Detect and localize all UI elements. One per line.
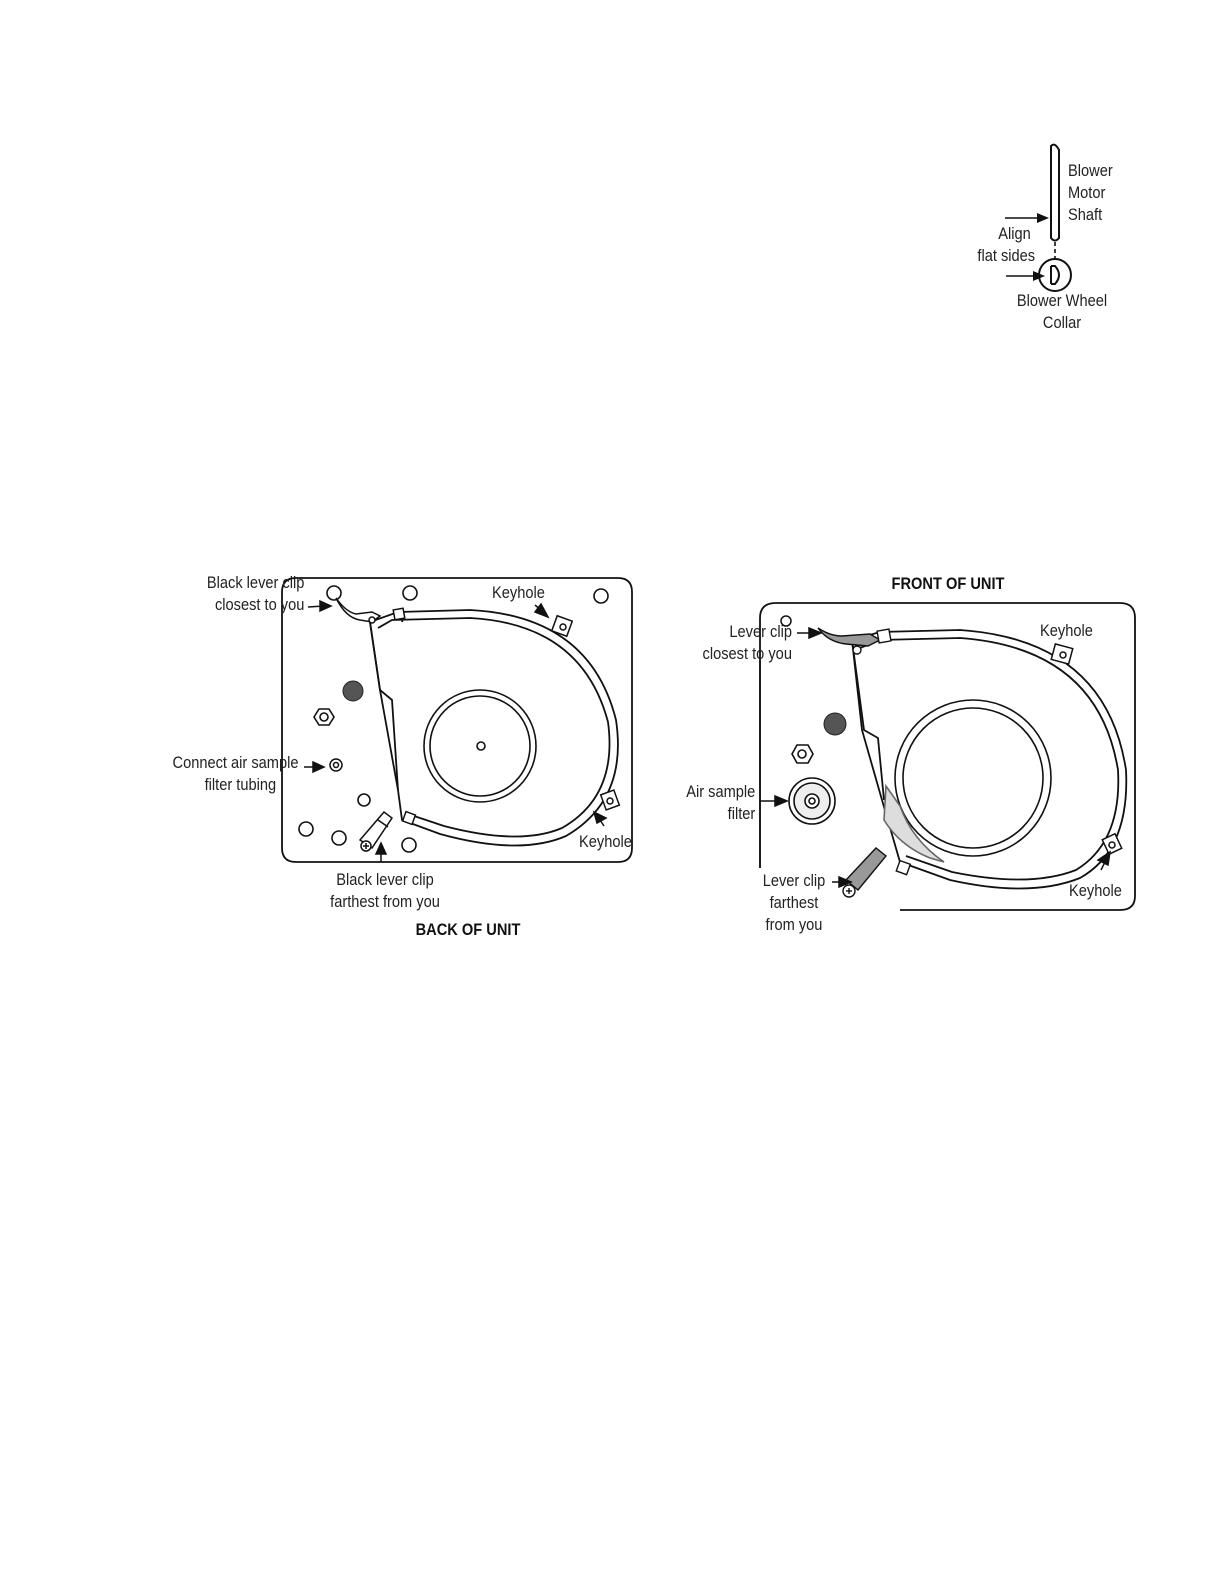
front-air-filter-label: Air sample filter <box>686 781 755 825</box>
front-keyhole-bottom-tab <box>1102 834 1121 854</box>
front-hex-nut <box>792 745 813 763</box>
front-clip-far-label: Lever clip farthest from you <box>751 870 837 936</box>
front-blower-wheel <box>884 700 1051 862</box>
front-lever-clip-far <box>843 848 910 897</box>
front-blower-housing <box>852 630 1126 889</box>
front-clip-near-label: Lever clip closest to you <box>703 621 792 665</box>
front-keyhole-bottom-label: Keyhole <box>1069 880 1122 902</box>
front-keyhole-top-label: Keyhole <box>1040 620 1093 642</box>
front-dark-plug <box>824 713 846 735</box>
front-keyhole-top-tab <box>1051 644 1073 664</box>
front-air-sample-filter <box>789 778 835 824</box>
front-base-plate <box>760 603 1135 910</box>
front-lever-clip-near <box>818 628 891 654</box>
